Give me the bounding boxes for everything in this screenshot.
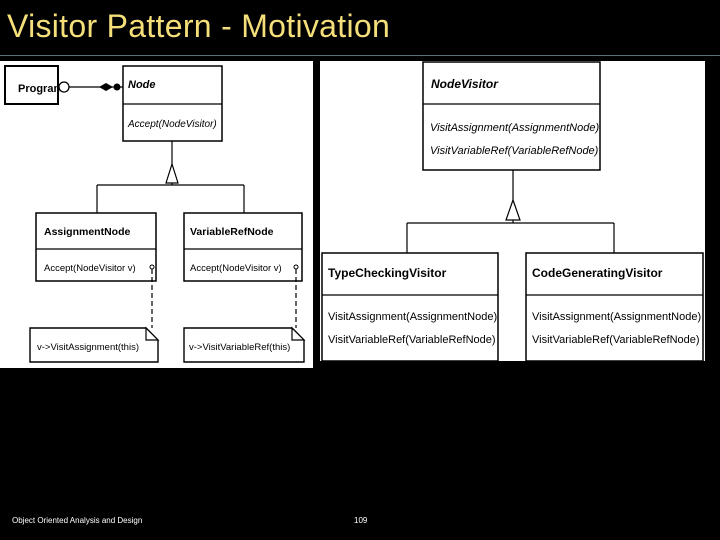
variable-ref-node-operation: Accept(NodeVisitor v): [190, 263, 282, 274]
type-checking-visitor-op-assignment: VisitAssignment(AssignmentNode): [328, 311, 497, 323]
node-operation: Accept(NodeVisitor): [127, 119, 217, 130]
visitor-inheritance: [406, 170, 615, 253]
node-class: Node Accept(NodeVisitor): [122, 65, 223, 142]
program-label: Program: [18, 83, 63, 95]
assignment-node-name: AssignmentNode: [44, 226, 131, 238]
page-number: 109: [354, 516, 368, 525]
visitor-hierarchy-diagram: NodeVisitor VisitAssignment(AssignmentNo…: [320, 61, 705, 361]
node-visitor-name: NodeVisitor: [431, 77, 499, 91]
node-hierarchy-diagram: Program Node Accept(NodeVisitor): [0, 61, 313, 368]
assignment-note-text: v->VisitAssignment(this): [37, 342, 139, 353]
variable-ref-note: v->VisitVariableRef(this): [183, 326, 306, 363]
type-checking-visitor-class: TypeCheckingVisitor VisitAssignment(Assi…: [321, 252, 499, 361]
variable-ref-node-name: VariableRefNode: [190, 226, 274, 238]
code-generating-visitor-op-variable-ref: VisitVariableRef(VariableRefNode): [532, 334, 700, 346]
code-generating-visitor-op-assignment: VisitAssignment(AssignmentNode): [532, 311, 701, 323]
variable-ref-note-text: v->VisitVariableRef(this): [189, 342, 290, 353]
code-generating-visitor-name: CodeGeneratingVisitor: [532, 266, 663, 280]
type-checking-visitor-name: TypeCheckingVisitor: [328, 266, 447, 280]
assignment-note: v->VisitAssignment(this): [29, 326, 160, 363]
program-node-association: [58, 81, 123, 93]
node-visitor-op-variable-ref: VisitVariableRef(VariableRefNode): [430, 145, 599, 157]
type-checking-visitor-op-variable-ref: VisitVariableRef(VariableRefNode): [328, 334, 496, 346]
code-generating-visitor-class: CodeGeneratingVisitor VisitAssignment(As…: [525, 252, 704, 361]
slide-title: Visitor Pattern - Motivation: [7, 8, 391, 44]
variable-ref-node-class: VariableRefNode Accept(NodeVisitor v): [183, 212, 303, 282]
assignment-node-operation: Accept(NodeVisitor v): [44, 263, 136, 274]
node-visitor-op-assignment: VisitAssignment(AssignmentNode): [430, 122, 599, 134]
title-divider: [0, 55, 720, 56]
node-inheritance: [96, 141, 245, 213]
node-name: Node: [128, 79, 156, 91]
assignment-node-class: AssignmentNode Accept(NodeVisitor v): [35, 212, 157, 282]
footer-course-title: Object Oriented Analysis and Design: [12, 516, 143, 525]
node-visitor-class: NodeVisitor VisitAssignment(AssignmentNo…: [422, 61, 601, 171]
program-class: Program: [4, 65, 63, 105]
